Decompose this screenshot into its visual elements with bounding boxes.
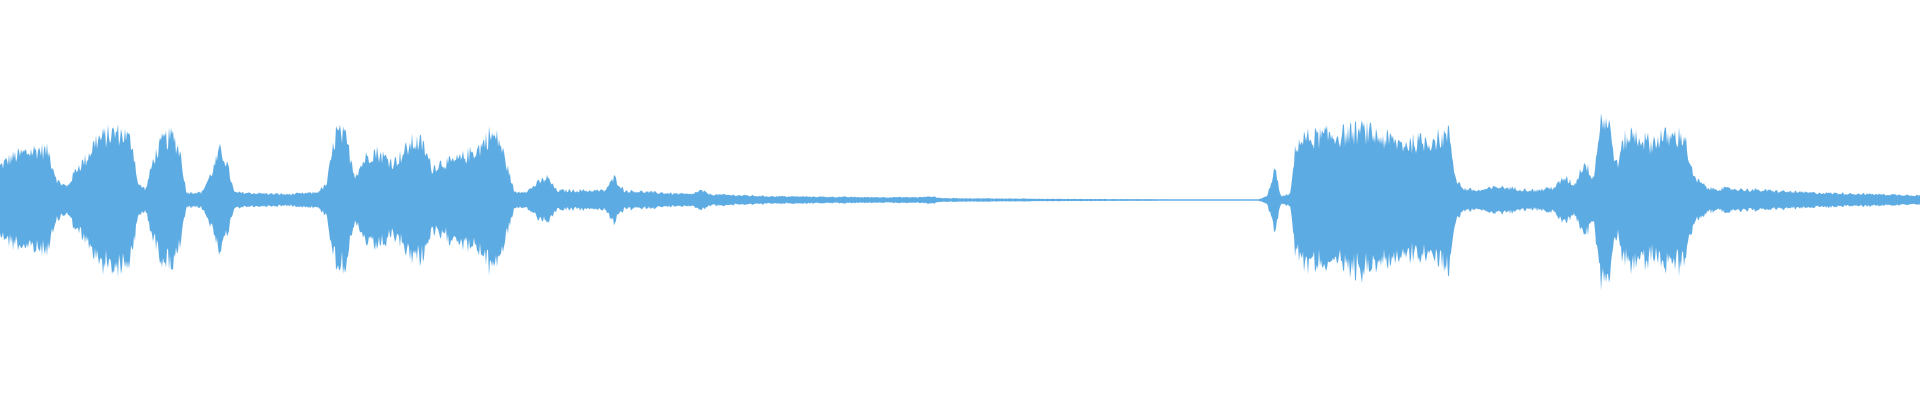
waveform-shape [0,113,1920,291]
waveform-bars [0,113,1920,291]
